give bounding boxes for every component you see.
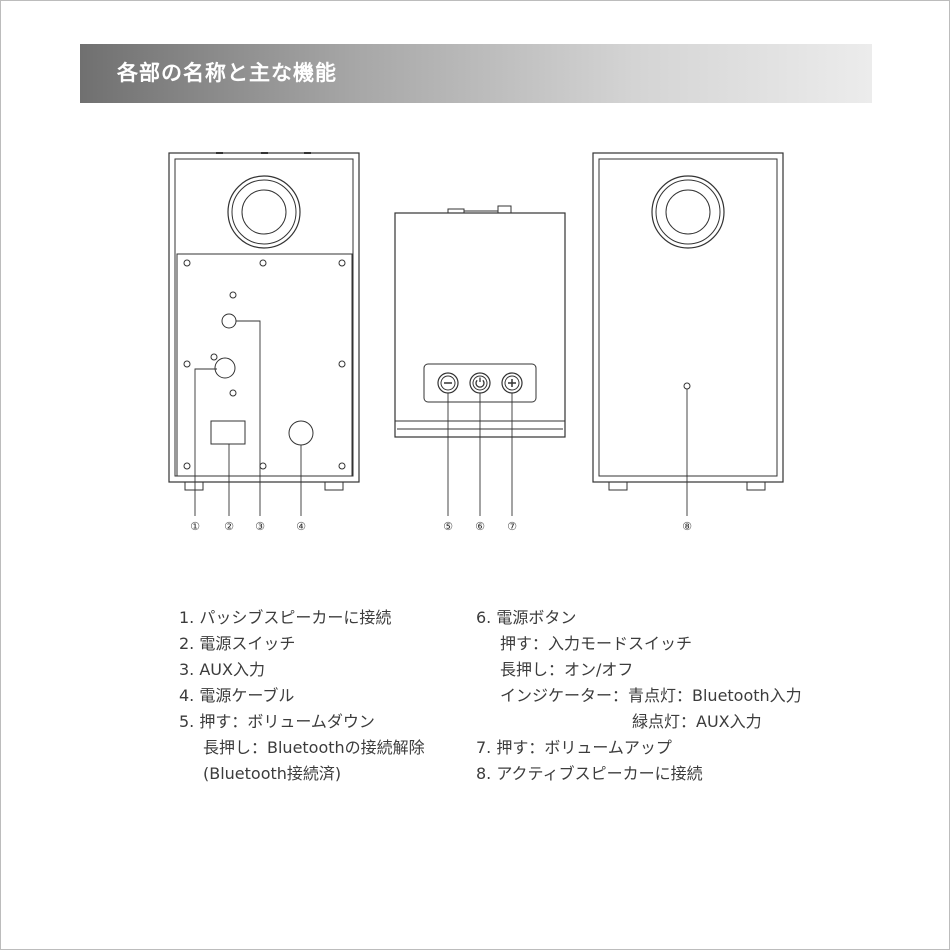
passive-radiator-ring [228, 176, 300, 248]
legend-item-5-long-press: 長押し：Bluetoothの接続解除 [179, 735, 469, 761]
legend-item-6: 6. 電源ボタン [476, 605, 856, 631]
power-button [470, 373, 490, 393]
callout-6: ⑥ [475, 520, 485, 533]
legend-item-7: 7. 押す：ボリュームアップ [476, 735, 856, 761]
legend-item-6-indicator-blue: インジケーター：青点灯：Bluetooth入力 [476, 683, 856, 709]
volume-up-button [502, 373, 522, 393]
legend-item-8: 8. アクティブスピーカーに接続 [476, 761, 856, 787]
back-panel [177, 254, 352, 476]
right-passive-radiator-ring [652, 176, 724, 248]
volume-down-button [438, 373, 458, 393]
legend-item-5-note: (Bluetooth接続済) [179, 761, 469, 787]
callout-7: ⑦ [507, 520, 517, 533]
aux-input-jack [222, 314, 236, 328]
callout-labels: ① ② ③ ④ ⑤ ⑥ ⑦ ⑧ [190, 520, 692, 533]
legend-item-4: 4. 電源ケーブル [179, 683, 469, 709]
passive-speaker-jack [215, 358, 235, 378]
power-switch [211, 421, 245, 444]
legend-item-6-press: 押す：入力モードスイッチ [476, 631, 856, 657]
callout-4: ④ [296, 520, 306, 533]
legend-item-3: 3. AUX入力 [179, 657, 469, 683]
active-speaker-jack [684, 383, 690, 389]
leader-lines [195, 321, 687, 516]
callout-3: ③ [255, 520, 265, 533]
right-speaker-rear [593, 153, 783, 490]
legend-item-6-indicator-green: 緑点灯：AUX入力 [476, 709, 856, 735]
callout-1: ① [190, 520, 200, 533]
legend-item-5: 5. 押す：ボリュームダウン [179, 709, 469, 735]
left-speaker-rear [169, 153, 359, 490]
callout-5: ⑤ [443, 520, 453, 533]
power-cable-port [289, 421, 313, 445]
speaker-diagram: ① ② ③ ④ ⑤ ⑥ ⑦ ⑧ [1, 1, 949, 601]
legend-right-column: 6. 電源ボタン 押す：入力モードスイッチ 長押し：オン/オフ インジケーター：… [476, 605, 856, 787]
legend-left-column: 1. パッシブスピーカーに接続 2. 電源スイッチ 3. AUX入力 4. 電源… [179, 605, 469, 787]
callout-8: ⑧ [682, 520, 692, 533]
legend-item-6-long-press: 長押し：オン/オフ [476, 657, 856, 683]
legend-item-2: 2. 電源スイッチ [179, 631, 469, 657]
legend-item-1: 1. パッシブスピーカーに接続 [179, 605, 469, 631]
callout-2: ② [224, 520, 234, 533]
